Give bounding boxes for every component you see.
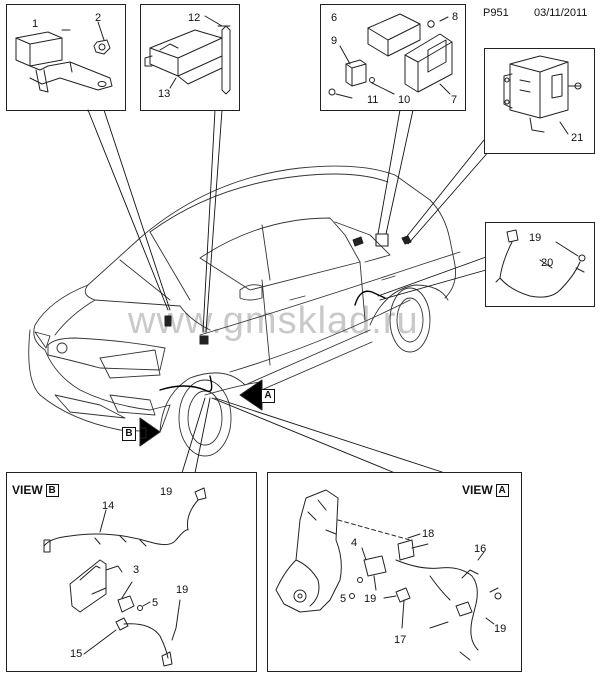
detail-box-1 — [6, 4, 126, 111]
callout-19-box5: 19 — [529, 232, 542, 244]
view-b-title-letter: B — [45, 483, 59, 497]
view-b-title: VIEW B — [12, 483, 59, 497]
callout-13: 13 — [158, 88, 171, 100]
callout-2: 2 — [95, 12, 102, 24]
view-b-box — [6, 472, 257, 672]
view-a-arrow-label: A — [261, 389, 275, 403]
callout-6: 6 — [331, 12, 338, 24]
callout-1: 1 — [32, 18, 39, 30]
car-outline — [28, 165, 461, 457]
diagram-code: P951 — [483, 7, 509, 19]
view-a-label-5: 5 — [340, 593, 347, 605]
view-a-label-19b: 19 — [494, 623, 507, 635]
detail-box-3 — [320, 4, 466, 111]
diagram-date: 03/11/2011 — [534, 7, 588, 19]
view-a-label-16: 16 — [474, 543, 487, 555]
callout-8: 8 — [452, 11, 459, 23]
view-a-title: VIEW A — [462, 483, 509, 497]
callout-12: 12 — [188, 12, 201, 24]
view-b-label-15: 15 — [70, 648, 83, 660]
view-b-title-text: VIEW — [12, 483, 43, 497]
view-b-label-19a: 19 — [160, 486, 173, 498]
watermark: www.gmsklad.ru — [128, 300, 419, 342]
callout-9: 9 — [331, 35, 338, 47]
callout-20: 20 — [541, 257, 554, 269]
view-a-title-letter: A — [495, 483, 509, 497]
callout-21: 21 — [571, 132, 584, 144]
callout-11: 11 — [367, 94, 379, 106]
view-b-label-5: 5 — [152, 597, 159, 609]
view-a-label-4: 4 — [351, 537, 358, 549]
view-b-arrow-label: B — [122, 427, 136, 441]
view-a-arrow — [239, 379, 263, 411]
callout-7: 7 — [451, 94, 458, 106]
view-a-label-19a: 19 — [364, 593, 377, 605]
view-b-label-14: 14 — [102, 500, 115, 512]
callout-10: 10 — [398, 94, 411, 106]
leader-lines — [87, 109, 491, 474]
view-a-label-18: 18 — [422, 528, 435, 540]
view-b-label-3: 3 — [133, 564, 140, 576]
view-a-title-text: VIEW — [462, 483, 493, 497]
view-b-label-19b: 19 — [176, 584, 189, 596]
view-a-label-17: 17 — [394, 634, 407, 646]
